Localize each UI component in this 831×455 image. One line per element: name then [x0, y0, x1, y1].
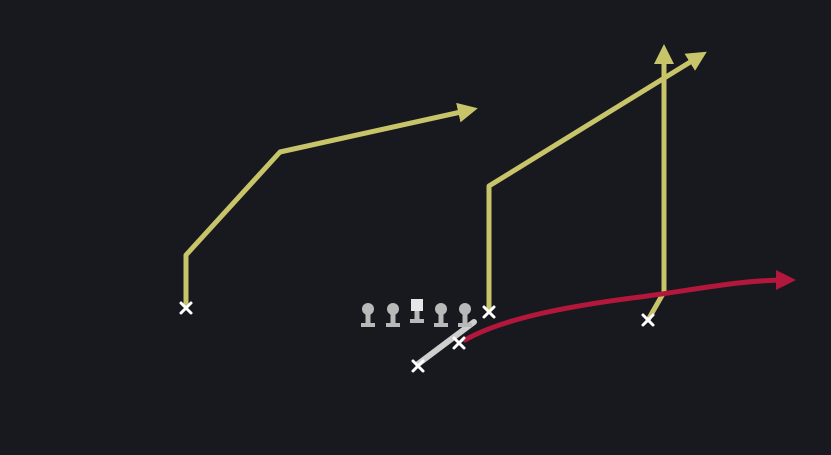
lineman-icon: [458, 303, 472, 327]
lineman-icon: [386, 303, 400, 327]
route-slot-corner: [486, 51, 707, 313]
x-mark-icon: [482, 305, 496, 319]
lineman-icon: [434, 303, 448, 327]
x-mark-icon: [179, 301, 193, 315]
x-mark-icon: [411, 359, 425, 373]
center-square-icon: [410, 299, 424, 323]
route-qb-dropback: [415, 319, 477, 367]
x-mark-icon: [452, 336, 466, 350]
route-left-receiver: [183, 102, 478, 309]
route-right-go: [645, 44, 674, 323]
player-markers: [179, 301, 655, 373]
x-mark-icon: [641, 313, 655, 327]
offensive-line: [361, 299, 472, 327]
lineman-icon: [361, 303, 375, 327]
route-highlighted-flat: [462, 270, 796, 343]
